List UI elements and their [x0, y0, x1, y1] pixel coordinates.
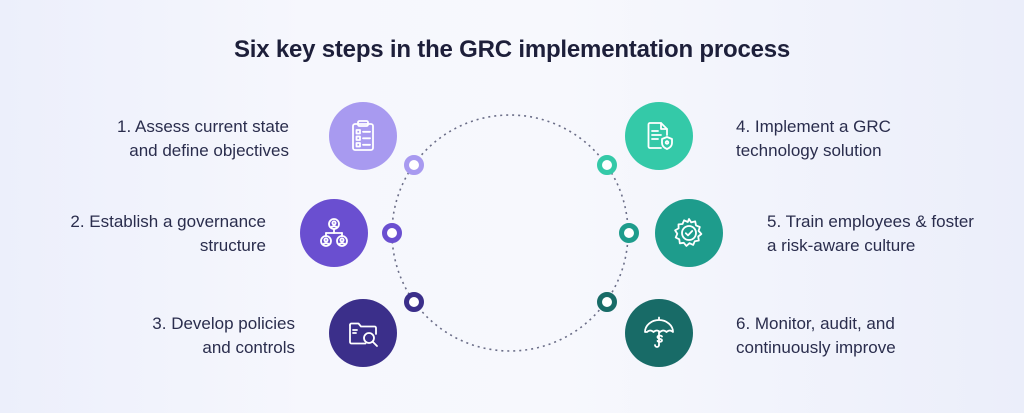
- step-4-label: 4. Implement a GRC technology solution: [736, 117, 891, 160]
- ring-node-6: [597, 292, 617, 312]
- ring-node-3: [404, 292, 424, 312]
- page-title: Six key steps in the GRC implementation …: [233, 36, 791, 63]
- team-hierarchy-icon: [320, 218, 348, 247]
- step-6-badge: [625, 299, 693, 367]
- step-4-badge: [625, 102, 693, 170]
- step-5-label: 5. Train employees & foster a risk-aware…: [767, 212, 974, 255]
- step-1-label: 1. Assess current state and define objec…: [117, 117, 289, 160]
- step-5-badge: [655, 199, 723, 267]
- umbrella-dollar-icon: [644, 316, 674, 348]
- step-2-label: 2. Establish a governance structure: [70, 212, 266, 255]
- step-2-badge: [300, 199, 368, 267]
- checklist-clipboard-icon: [352, 120, 374, 151]
- ring-node-2: [382, 223, 402, 243]
- step-6-label: 6. Monitor, audit, and continuously impr…: [736, 314, 896, 357]
- folder-search-icon: [349, 322, 378, 347]
- ring-node-5: [619, 223, 639, 243]
- step-3-badge: [329, 299, 397, 367]
- ring-node-1: [404, 155, 424, 175]
- step-3-label: 3. Develop policies and controls: [152, 314, 295, 357]
- gear-check-icon: [674, 218, 703, 247]
- secure-document-icon: [647, 122, 673, 150]
- ring-node-4: [597, 155, 617, 175]
- step-1-badge: [329, 102, 397, 170]
